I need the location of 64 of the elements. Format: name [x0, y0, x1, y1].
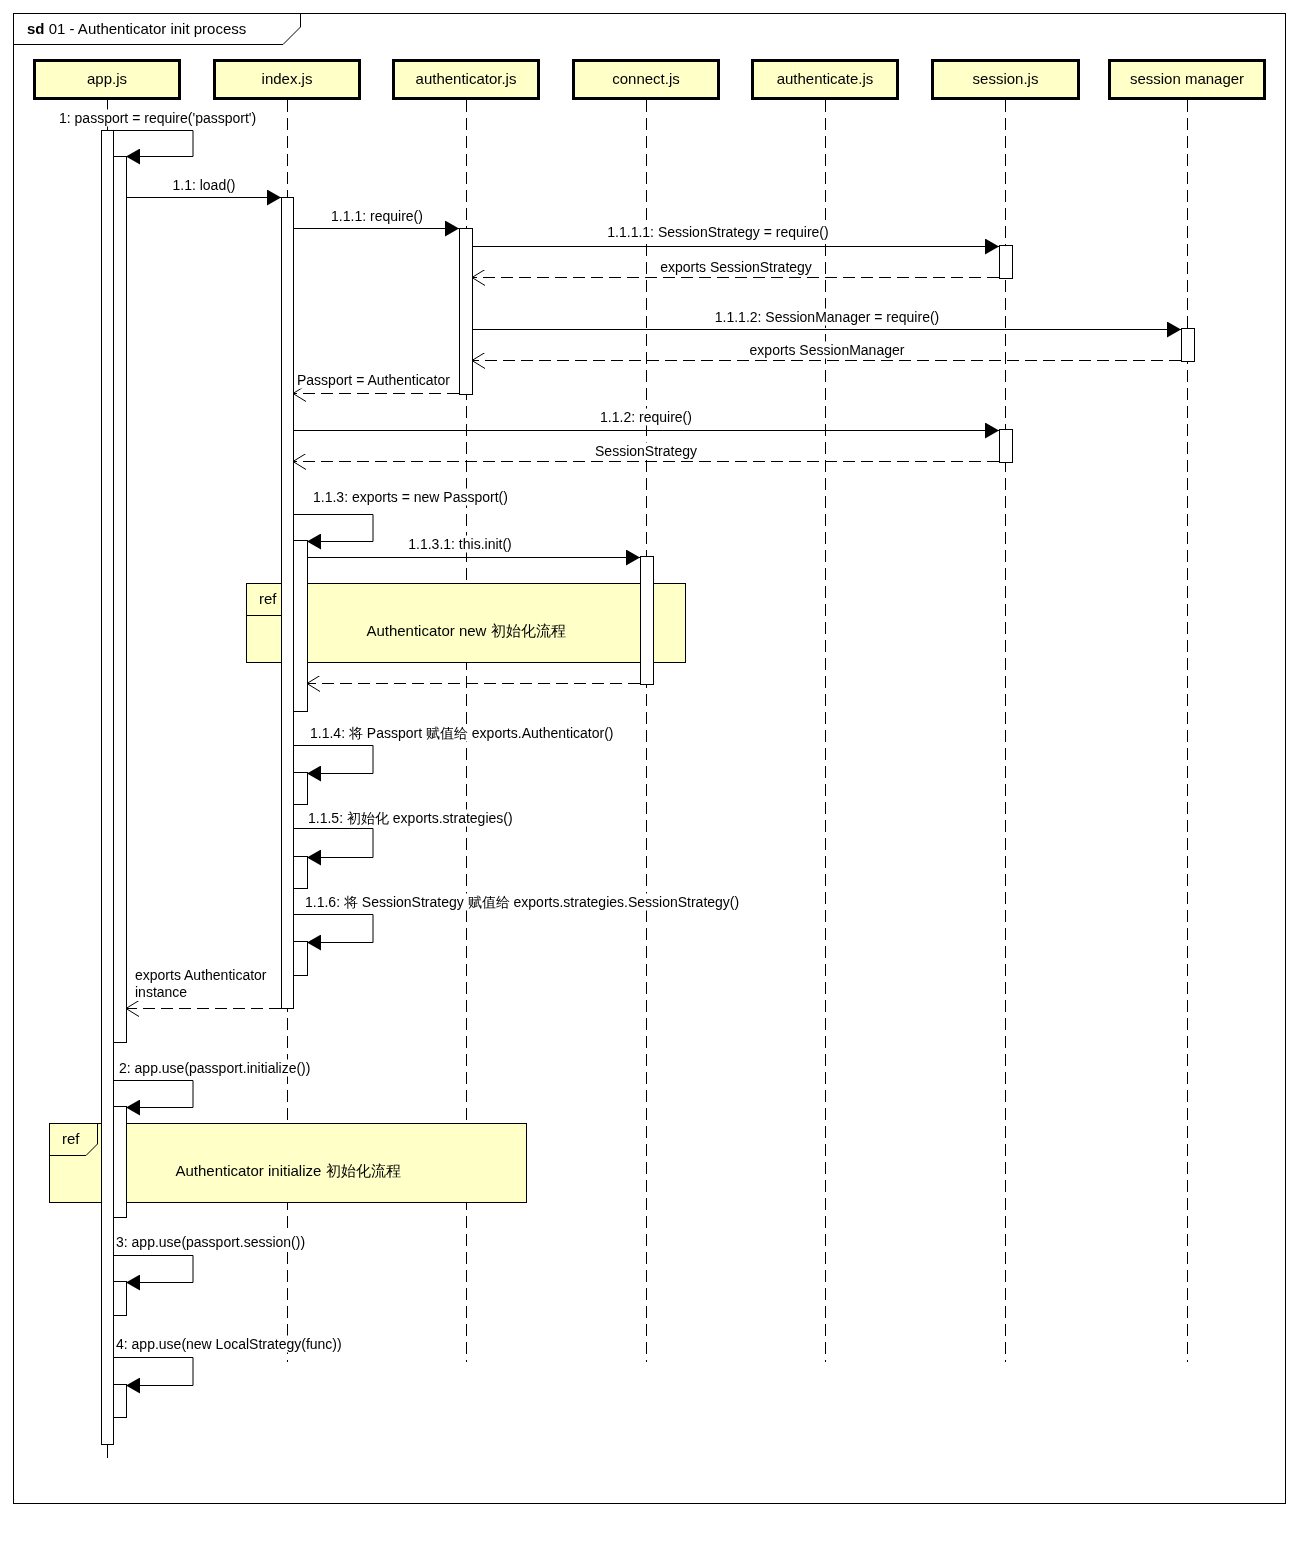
message-label: 1.1.3: exports = new Passport() — [312, 488, 509, 506]
activation-bar — [999, 245, 1013, 279]
message-arrow — [306, 549, 641, 566]
lifeline-head: authenticator.js — [392, 59, 540, 100]
message-label: 1.1.1.2: SessionManager = require() — [713, 308, 941, 326]
self-message-arrow — [292, 745, 374, 782]
activation-bar — [113, 1106, 127, 1218]
message-label: 1.1.3.1: this.init() — [407, 535, 513, 553]
message-label: 1.1.5: 初始化 exports.strategies() — [307, 809, 514, 827]
activation-bar — [113, 156, 127, 1043]
return-arrow — [306, 675, 641, 692]
message-label: 1: passport = require('passport') — [58, 109, 258, 127]
message-label: 3: app.use(passport.session()) — [115, 1233, 307, 1251]
diagram-title: sd 01 - Authenticator init process — [13, 13, 301, 45]
message-label: 1.1: load() — [171, 176, 237, 194]
activation-bar — [640, 556, 654, 685]
message-label: 2: app.use(passport.initialize()) — [118, 1059, 312, 1077]
return-arrow — [125, 1000, 282, 1017]
activation-bar — [293, 772, 308, 805]
message-label: 1.1.2: require() — [599, 408, 693, 426]
activation-bar — [293, 856, 308, 889]
message-label: SessionStrategy — [594, 442, 698, 460]
ref-tag: ref — [50, 1124, 98, 1156]
ref-frame — [49, 1123, 527, 1203]
activation-bar — [113, 1281, 127, 1316]
message-arrow — [471, 321, 1182, 338]
self-message-arrow — [292, 914, 374, 951]
self-message-arrow — [292, 514, 374, 550]
lifeline-head: index.js — [213, 59, 361, 100]
activation-bar — [999, 429, 1013, 463]
message-label: Passport = Authenticator — [296, 371, 451, 389]
message-arrow — [471, 238, 1000, 255]
lifeline-head: session.js — [931, 59, 1080, 100]
self-message-arrow — [112, 1255, 194, 1291]
activation-bar — [293, 540, 308, 712]
return-arrow — [471, 269, 1000, 286]
ref-frame — [246, 583, 686, 663]
self-message-arrow — [112, 1080, 194, 1116]
message-label: 1.1.1: require() — [330, 207, 424, 225]
activation-bar — [459, 228, 473, 395]
activation-bar — [281, 197, 294, 1009]
message-arrow — [292, 422, 1000, 439]
lifeline-head: connect.js — [572, 59, 720, 100]
message-label: 4: app.use(new LocalStrategy(func)) — [115, 1335, 343, 1353]
activation-bar — [1181, 328, 1195, 362]
message-label: exports SessionManager — [748, 341, 906, 359]
return-arrow — [471, 352, 1182, 369]
message-label: 1.1.4: 将 Passport 赋值给 exports.Authenticator() — [309, 724, 615, 742]
activation-bar — [293, 941, 308, 976]
lifeline-head: app.js — [33, 59, 181, 100]
self-message-arrow — [112, 1357, 194, 1394]
return-arrow — [292, 453, 1000, 470]
activation-bar — [113, 1384, 127, 1418]
lifeline-head: authenticate.js — [751, 59, 899, 100]
message-label: exports SessionStrategy — [659, 258, 813, 276]
message-label: 1.1.1.1: SessionStrategy = require() — [606, 223, 830, 241]
ref-text: Authenticator new 初始化流程 — [365, 622, 567, 641]
self-message-arrow — [112, 130, 194, 165]
ref-text: Authenticator initialize 初始化流程 — [174, 1162, 402, 1181]
self-message-arrow — [292, 828, 374, 866]
message-arrow — [125, 189, 282, 206]
message-arrow — [292, 220, 460, 237]
message-label: 1.1.6: 将 SessionStrategy 赋值给 exports.strategies.SessionStrategy() — [304, 893, 741, 911]
lifeline-head: session manager — [1108, 59, 1266, 100]
